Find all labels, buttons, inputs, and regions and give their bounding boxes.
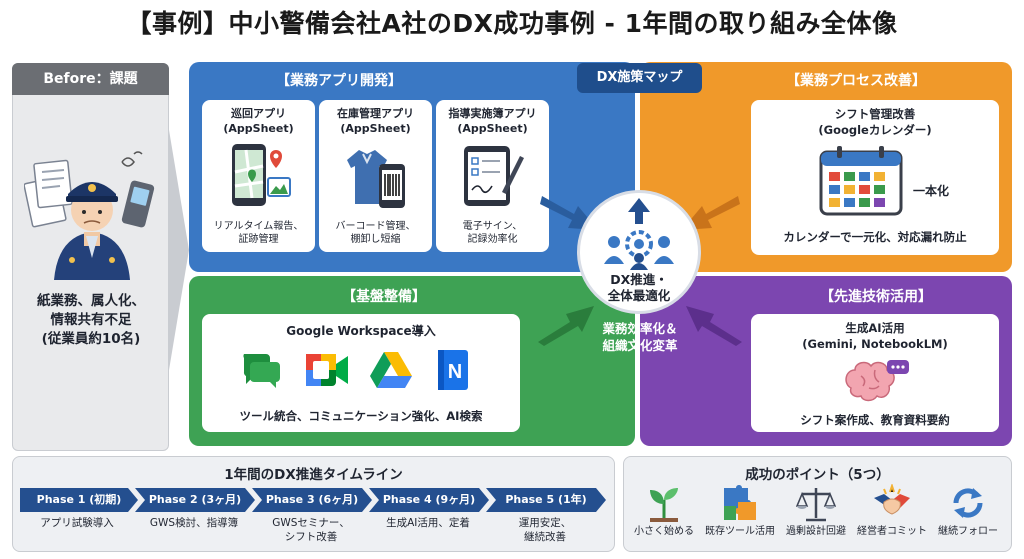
before-arrow bbox=[169, 130, 189, 370]
timeline-phase-description: アプリ試験導入 bbox=[40, 517, 114, 529]
ai-card-title: 生成AI活用 bbox=[845, 321, 905, 335]
success-point-executive-commitment: 経営者コミット bbox=[854, 484, 930, 539]
timeline-title: 1年間のDX推進タイムライン bbox=[224, 467, 403, 483]
team-growth-icon bbox=[604, 198, 674, 270]
scale-icon bbox=[796, 488, 836, 522]
success-points-title: 成功のポイント（5つ） bbox=[745, 467, 890, 483]
app-card-description: バーコード管理、棚卸し短縮 bbox=[335, 221, 416, 245]
success-point-avoid-overdesign: 過剰設計回避 bbox=[778, 484, 854, 539]
dx-policy-map-tab: DX施策マップ bbox=[577, 63, 702, 93]
advanced-technology-header: 【先進技術活用】 bbox=[820, 289, 932, 305]
timeline-phase-1: Phase 1 (初期) bbox=[20, 488, 138, 512]
timeline-phase-2: Phase 2 (3ヶ月) bbox=[135, 488, 255, 512]
security-guard-illustration bbox=[24, 151, 155, 280]
success-point-label: 過剰設計回避 bbox=[786, 526, 846, 537]
success-point-existing-tools: 既存ツール活用 bbox=[702, 484, 778, 539]
tablet-signature-icon bbox=[464, 146, 524, 206]
sprout-icon bbox=[650, 488, 678, 522]
patrol-app-card: 巡回アプリ(AppSheet) リアルタイム報告、証跡管理 bbox=[202, 100, 315, 252]
smartphone-map-icon bbox=[232, 144, 291, 206]
paper-documents-icon bbox=[24, 159, 73, 228]
timeline-phase-3: Phase 3 (6ヶ月) bbox=[252, 488, 372, 512]
timeline-phase-description: GWSセミナー、シフト改善 bbox=[272, 517, 350, 543]
calendar-icon bbox=[819, 146, 903, 216]
arrow-base-to-center bbox=[538, 306, 594, 346]
timeline-phase-5: Phase 5 (1年) bbox=[486, 488, 606, 512]
timeline-phase-4: Phase 4 (9ヶ月) bbox=[369, 488, 489, 512]
shift-card-subtitle: (Googleカレンダー) bbox=[818, 123, 932, 137]
dx-center-label: DX推進・ 全体最適化 bbox=[607, 272, 671, 303]
uniform-barcode-icon bbox=[347, 150, 405, 208]
success-point-label: 経営者コミット bbox=[857, 526, 927, 537]
before-issue-line: 紙業務、属人化、 bbox=[37, 293, 145, 309]
before-issue-line: (従業員約10名) bbox=[41, 331, 141, 347]
infrastructure-header: 【基盤整備】 bbox=[342, 289, 426, 305]
puzzle-icon bbox=[724, 485, 756, 520]
app-card-description: 電子サイン、記録効率化 bbox=[462, 221, 523, 245]
dx-center-subtitle: 業務効率化＆ 組織文化変革 bbox=[602, 321, 678, 353]
before-issue-line: 情報共有不足 bbox=[50, 312, 132, 328]
timeline-phase-description: 運用安定、継続改善 bbox=[518, 517, 572, 543]
ai-card-description: シフト案作成、教育資料要約 bbox=[800, 413, 950, 427]
workspace-card-title: Google Workspace導入 bbox=[286, 324, 436, 338]
success-point-start-small: 小さく始める bbox=[626, 484, 702, 539]
google-meet-icon bbox=[306, 354, 348, 386]
workspace-card-description: ツール統合、コミュニケーション強化、AI検索 bbox=[239, 409, 483, 423]
refresh-icon bbox=[953, 488, 983, 518]
shift-card-description: カレンダーで一元化、対応漏れ防止 bbox=[783, 230, 967, 244]
ai-brain-icon bbox=[845, 360, 909, 402]
process-improvement-header: 【業務プロセス改善】 bbox=[786, 73, 926, 89]
app-card-title: 巡回アプリ(AppSheet) bbox=[223, 107, 294, 135]
guard-person-icon bbox=[54, 182, 130, 280]
success-point-label: 継続フォロー bbox=[938, 526, 998, 537]
shift-card-title: シフト管理改善 bbox=[834, 107, 916, 121]
generative-ai-card: 生成AI活用 (Gemini, NotebookLM) シフト案作成、教育資料要… bbox=[751, 314, 999, 432]
app-card-title: 指導実施簿アプリ(AppSheet) bbox=[448, 107, 537, 135]
before-panel-header: Before：課題 bbox=[12, 63, 169, 95]
arrow-advanced-to-center bbox=[686, 306, 742, 346]
success-point-label: 小さく始める bbox=[634, 526, 694, 537]
app-card-title: 在庫管理アプリ(AppSheet) bbox=[337, 107, 414, 135]
inventory-app-card: 在庫管理アプリ(AppSheet) バーコード管理、棚卸し短縮 bbox=[319, 100, 432, 252]
app-development-header: 【業務アプリ開発】 bbox=[276, 73, 402, 89]
before-issues-text: 紙業務、属人化、 情報共有不足 (従業員約10名) bbox=[16, 292, 166, 349]
success-point-continuous-follow-up: 継続フォロー bbox=[930, 484, 1006, 539]
app-card-description: リアルタイム報告、証跡管理 bbox=[213, 221, 304, 245]
stress-swirl-icon bbox=[121, 151, 143, 167]
timeline-phase-description: GWS検討、指導簿 bbox=[149, 517, 239, 529]
ai-card-subtitle: (Gemini, NotebookLM) bbox=[802, 337, 948, 351]
guidance-record-app-card: 指導実施簿アプリ(AppSheet) 電子サイン、記録効率化 bbox=[436, 100, 549, 252]
timeline-phase-description: 生成AI活用、定着 bbox=[386, 517, 470, 529]
google-drive-icon bbox=[370, 352, 412, 388]
handshake-icon bbox=[874, 484, 910, 515]
google-chat-icon bbox=[243, 354, 280, 388]
page-title: 【事例】中小警備会社A社のDX成功事例 - 1年間の取り組み全体像 bbox=[126, 9, 898, 38]
success-point-label: 既存ツール活用 bbox=[705, 526, 775, 537]
arrow-process-to-center bbox=[682, 196, 740, 230]
feature-phone-icon bbox=[121, 180, 155, 228]
notebook-icon: N bbox=[438, 350, 468, 390]
shift-management-card: シフト管理改善 (Googleカレンダー) 一本化 カレンダーで一元化、対応漏れ… bbox=[751, 100, 999, 255]
success-points-panel bbox=[623, 456, 1012, 552]
unify-label: 一本化 bbox=[913, 184, 950, 198]
svg-text:N: N bbox=[448, 361, 462, 383]
google-workspace-card: Google Workspace導入 N ツール統合、コミュニケーション強化、A… bbox=[202, 314, 520, 432]
